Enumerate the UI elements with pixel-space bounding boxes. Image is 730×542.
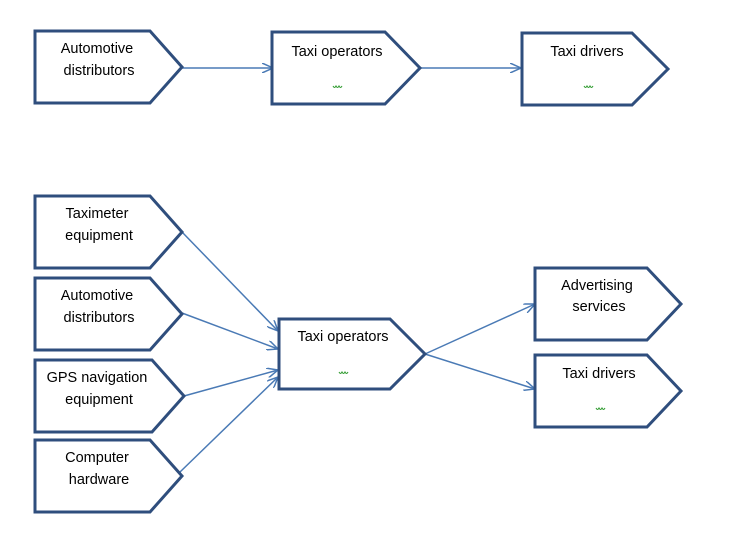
squiggle-mark (338, 370, 349, 374)
edge-operators-to-drivers (424, 353, 535, 389)
node-label: GPS navigation equipment (47, 370, 152, 408)
node-advertising-services: Advertising services (533, 266, 684, 342)
edge-gps-to-operators (183, 370, 278, 397)
node-label: Taxi operators (297, 329, 388, 345)
node-label: Automotive distributors (61, 288, 138, 326)
node-label: Taxi drivers (562, 366, 635, 382)
node-label: Taxi drivers (550, 44, 623, 60)
node-taximeter-equipment: Taximeter equipment (33, 194, 185, 270)
squiggle-mark (332, 84, 343, 88)
node-label: Advertising services (561, 278, 637, 315)
node-label: Taxi operators (291, 44, 382, 60)
edge-taximeter-to-operators (181, 231, 278, 331)
edge-distributors-to-operators (181, 312, 278, 349)
node-bottom-automotive-distributors: Automotive distributors (33, 276, 185, 352)
node-top-automotive-distributors: Automotive distributors (33, 29, 185, 105)
node-gps-navigation-equipment: GPS navigation equipment (33, 358, 187, 434)
bottom-edges (179, 231, 535, 473)
node-bottom-taxi-operators: Taxi operators (277, 317, 428, 391)
edge-operators-to-advertising (424, 304, 535, 355)
edge-hardware-to-operators (179, 377, 278, 473)
node-computer-hardware: Computer hardware (33, 438, 185, 514)
node-top-taxi-drivers: Taxi drivers (520, 31, 671, 107)
squiggle-mark (595, 406, 606, 410)
node-bottom-taxi-drivers: Taxi drivers (533, 353, 684, 429)
node-label: Taximeter equipment (65, 206, 133, 244)
node-label: Computer hardware (65, 450, 133, 488)
squiggle-mark (583, 84, 594, 88)
node-label: Automotive distributors (61, 41, 138, 79)
node-top-taxi-operators: Taxi operators (270, 30, 423, 106)
